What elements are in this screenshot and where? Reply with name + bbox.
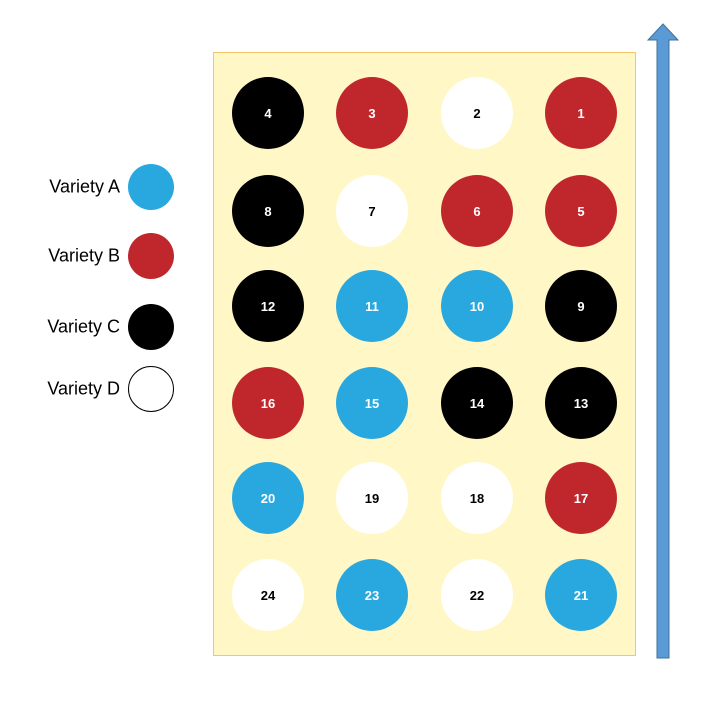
plot-20: 20	[232, 462, 304, 534]
legend-item-variety-b: Variety B	[0, 231, 180, 281]
plot-4: 4	[232, 77, 304, 149]
plot-10: 10	[441, 270, 513, 342]
legend-item-variety-d: Variety D	[0, 364, 180, 414]
plot-11: 11	[336, 270, 408, 342]
plot-15: 15	[336, 367, 408, 439]
plot-13: 13	[545, 367, 617, 439]
arrow-shape	[646, 23, 680, 659]
legend-label: Variety C	[47, 316, 120, 337]
plot-14: 14	[441, 367, 513, 439]
legend-label: Variety B	[48, 245, 120, 266]
legend-swatch	[128, 366, 174, 412]
plot-16: 16	[232, 367, 304, 439]
plot-3: 3	[336, 77, 408, 149]
plot-17: 17	[545, 462, 617, 534]
plot-12: 12	[232, 270, 304, 342]
plot-5: 5	[545, 175, 617, 247]
arrow-up-icon	[646, 23, 680, 659]
legend-item-variety-c: Variety C	[0, 302, 180, 352]
plot-9: 9	[545, 270, 617, 342]
plot-21: 21	[545, 559, 617, 631]
plot-6: 6	[441, 175, 513, 247]
plot-23: 23	[336, 559, 408, 631]
legend-swatch	[128, 164, 174, 210]
plot-8: 8	[232, 175, 304, 247]
legend-item-variety-a: Variety A	[0, 162, 180, 212]
plot-22: 22	[441, 559, 513, 631]
legend-label: Variety D	[47, 378, 120, 399]
legend-swatch	[128, 233, 174, 279]
plot-19: 19	[336, 462, 408, 534]
plot-2: 2	[441, 77, 513, 149]
plot-7: 7	[336, 175, 408, 247]
legend-label: Variety A	[49, 176, 120, 197]
plot-18: 18	[441, 462, 513, 534]
plot-1: 1	[545, 77, 617, 149]
legend-swatch	[128, 304, 174, 350]
plot-24: 24	[232, 559, 304, 631]
